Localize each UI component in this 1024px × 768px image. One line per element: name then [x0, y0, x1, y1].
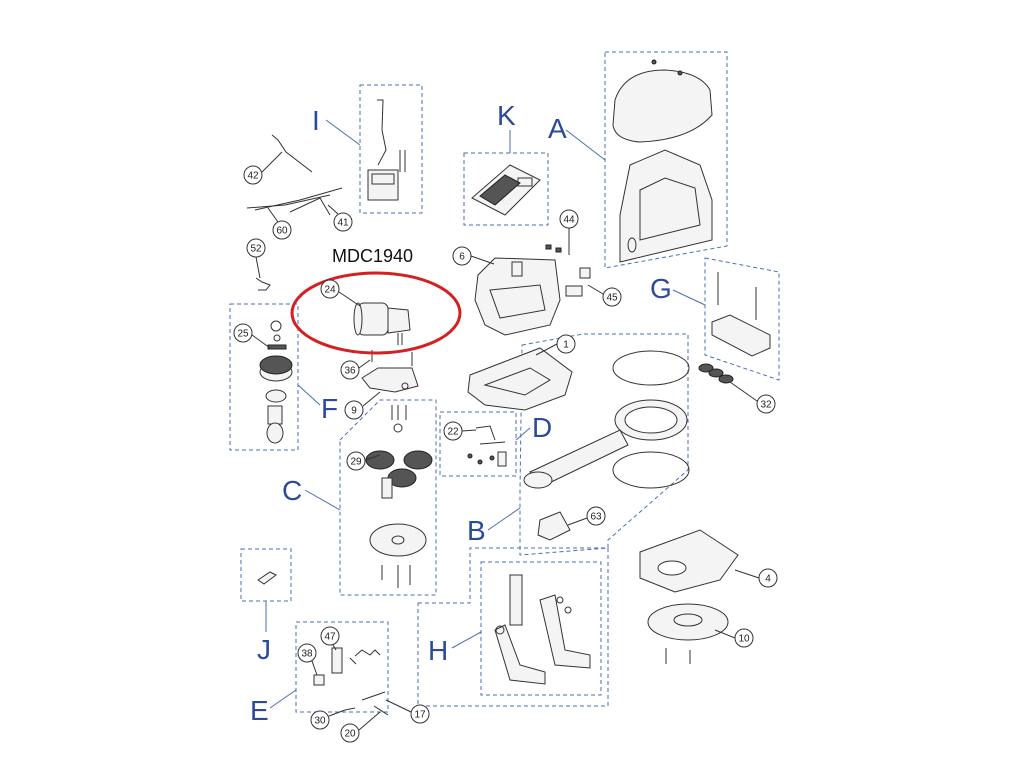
gasket-part-9: [361, 350, 419, 393]
callout-4: 4: [758, 568, 778, 588]
svg-text:63: 63: [590, 512, 602, 523]
callout-20: 20: [340, 723, 360, 743]
arm-assembly-B: [523, 350, 690, 541]
disc-part-4: [639, 529, 739, 593]
callout-25: 25: [233, 323, 253, 343]
callout-60: 60: [272, 220, 292, 240]
callout-6: 6: [452, 246, 472, 266]
motor-part-24: [353, 302, 411, 345]
disc-part-10: [647, 603, 729, 664]
callout-41: 41: [333, 212, 353, 232]
base-part-1: [467, 347, 573, 411]
callout-36: 36: [340, 360, 360, 380]
group-box-K: [463, 152, 549, 226]
svg-text:6: 6: [459, 252, 465, 263]
group-box-I: [359, 84, 423, 214]
group-label-E: E: [250, 695, 269, 726]
group-label-B: B: [467, 515, 486, 546]
group-box-F: [229, 303, 299, 451]
group-label-J: J: [257, 634, 271, 665]
cover-top-part: [612, 59, 713, 143]
svg-text:22: 22: [447, 427, 459, 438]
group-box-C: [339, 399, 437, 596]
key-part-J: [257, 571, 277, 585]
callout-24: 24: [320, 279, 340, 299]
arm-links-H: [494, 574, 591, 685]
callout-30: 30: [310, 710, 330, 730]
svg-text:25: 25: [237, 329, 249, 340]
group-label-C: C: [282, 475, 302, 506]
group-box-D: [439, 411, 517, 477]
callout-45: 45: [602, 287, 622, 307]
gear-assembly-C: [365, 405, 433, 588]
callout-1: 1: [556, 334, 576, 354]
callout-9: 9: [344, 400, 364, 420]
callout-38: 38: [297, 643, 317, 663]
svg-text:9: 9: [351, 406, 357, 417]
callout-63: 63: [586, 506, 606, 526]
callout-42: 42: [243, 165, 263, 185]
group-box-G: [704, 257, 780, 381]
svg-text:20: 20: [344, 729, 356, 740]
group-label-D: D: [532, 412, 552, 443]
group-label-I: I: [312, 105, 320, 136]
group-box-H: [417, 547, 609, 707]
svg-text:52: 52: [250, 244, 262, 255]
bracket-part-G: [711, 272, 771, 357]
group-box-A: [604, 51, 728, 269]
callout-17: 17: [410, 704, 430, 724]
svg-text:32: 32: [760, 400, 772, 411]
group-label-F: F: [321, 393, 338, 424]
model-label: MDC1940: [332, 246, 413, 266]
pins-17-20-30: [344, 691, 389, 716]
group-box-B: [519, 333, 689, 556]
callout-29: 29: [346, 451, 366, 471]
pins-part-E: [313, 647, 381, 686]
transformer-part: [367, 99, 406, 201]
group-label-G: G: [650, 273, 672, 304]
gear-stack-F: [259, 320, 293, 444]
callout-52: 52: [246, 238, 266, 258]
callout-22: 22: [443, 421, 463, 441]
group-label-H: H: [428, 635, 448, 666]
svg-text:42: 42: [247, 171, 259, 182]
callout-44: 44: [559, 209, 579, 229]
cover-housing-part: [619, 149, 713, 263]
svg-text:29: 29: [350, 457, 362, 468]
svg-text:4: 4: [765, 574, 771, 585]
svg-text:36: 36: [344, 366, 356, 377]
svg-text:44: 44: [563, 215, 575, 226]
svg-text:17: 17: [414, 710, 426, 721]
svg-text:45: 45: [606, 293, 618, 304]
motor-housing-part: [474, 257, 561, 336]
group-label-A: A: [548, 113, 567, 144]
group-box-E: [295, 621, 389, 713]
group-box-H-inner: [480, 561, 602, 696]
svg-text:24: 24: [324, 285, 336, 296]
svg-text:41: 41: [337, 218, 349, 229]
svg-text:47: 47: [324, 632, 336, 643]
small-parts-44-45: [545, 240, 591, 297]
small-parts-D: [467, 425, 507, 467]
callout-10: 10: [734, 628, 754, 648]
washers-part-32: [698, 363, 734, 384]
svg-text:30: 30: [314, 716, 326, 727]
svg-text:1: 1: [563, 340, 569, 351]
clip-part: [255, 277, 271, 291]
svg-text:60: 60: [276, 226, 288, 237]
group-label-K: K: [497, 100, 516, 131]
callout-32: 32: [756, 394, 776, 414]
highlight-ellipse: [290, 271, 462, 355]
cable-parts: [246, 134, 343, 216]
callout-47: 47: [320, 626, 340, 646]
svg-text:10: 10: [738, 634, 750, 645]
control-board-part: [471, 164, 541, 216]
svg-text:38: 38: [301, 649, 313, 660]
